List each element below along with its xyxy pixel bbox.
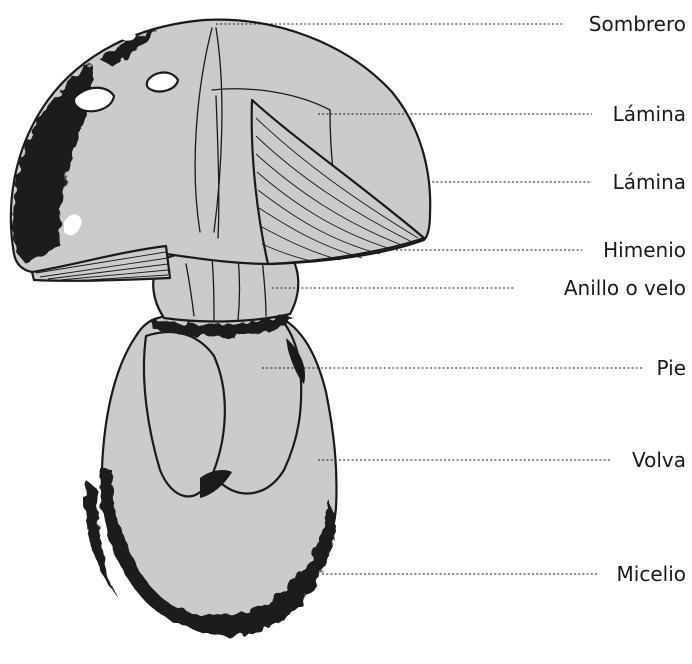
label-pie: Pie — [657, 356, 686, 380]
label-himenio: Himenio — [603, 238, 686, 262]
label-volva: Volva — [632, 448, 686, 472]
label-sombrero: Sombrero — [589, 12, 686, 36]
label-lamina-1: Lámina — [613, 102, 686, 126]
label-lamina-2: Lámina — [613, 170, 686, 194]
label-micelio: Micelio — [617, 562, 686, 586]
label-anillo: Anillo o velo — [564, 276, 686, 300]
mushroom-illustration — [11, 20, 430, 636]
labels: Sombrero Lámina Lámina Himenio Anillo o … — [564, 12, 686, 586]
